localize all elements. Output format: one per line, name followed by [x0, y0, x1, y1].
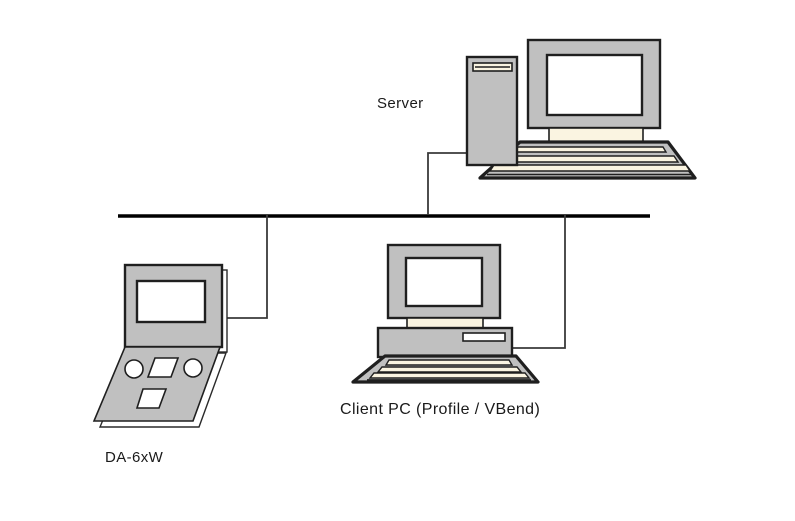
client-keyboard-key-row: [368, 372, 531, 379]
server-keyboard-key-row: [500, 155, 680, 163]
da6xw-button-left: [124, 359, 144, 379]
client-monitor-screen: [404, 256, 484, 308]
client-case-drive-slot: [462, 332, 506, 342]
da6xw-display-screen: [135, 279, 207, 324]
da6xw-connector-line: [227, 215, 268, 319]
da6xw-label: DA-6xW: [105, 449, 164, 466]
server-tower: [465, 55, 519, 167]
client-connector-line: [512, 215, 566, 349]
server-keyboard-key-row: [513, 146, 668, 153]
server-connector-line: [427, 152, 467, 215]
server-monitor-screen: [545, 53, 644, 117]
da6xw-key-bottom: [135, 388, 168, 409]
da6xw-key-top: [146, 357, 180, 378]
server-keyboard-key-row: [488, 164, 692, 172]
client-keyboard-key-row: [376, 366, 523, 373]
client-pc-label: Client PC (Profile / VBend): [340, 401, 541, 418]
client-keyboard-key-row: [384, 359, 514, 366]
server-monitor-neck: [548, 127, 644, 143]
server-label: Server: [377, 95, 424, 112]
client-pc-icon: [351, 243, 540, 384]
da6xw-device-icon: [92, 263, 228, 428]
da6xw-button-right: [183, 358, 203, 378]
server-computer-icon: [465, 38, 697, 180]
